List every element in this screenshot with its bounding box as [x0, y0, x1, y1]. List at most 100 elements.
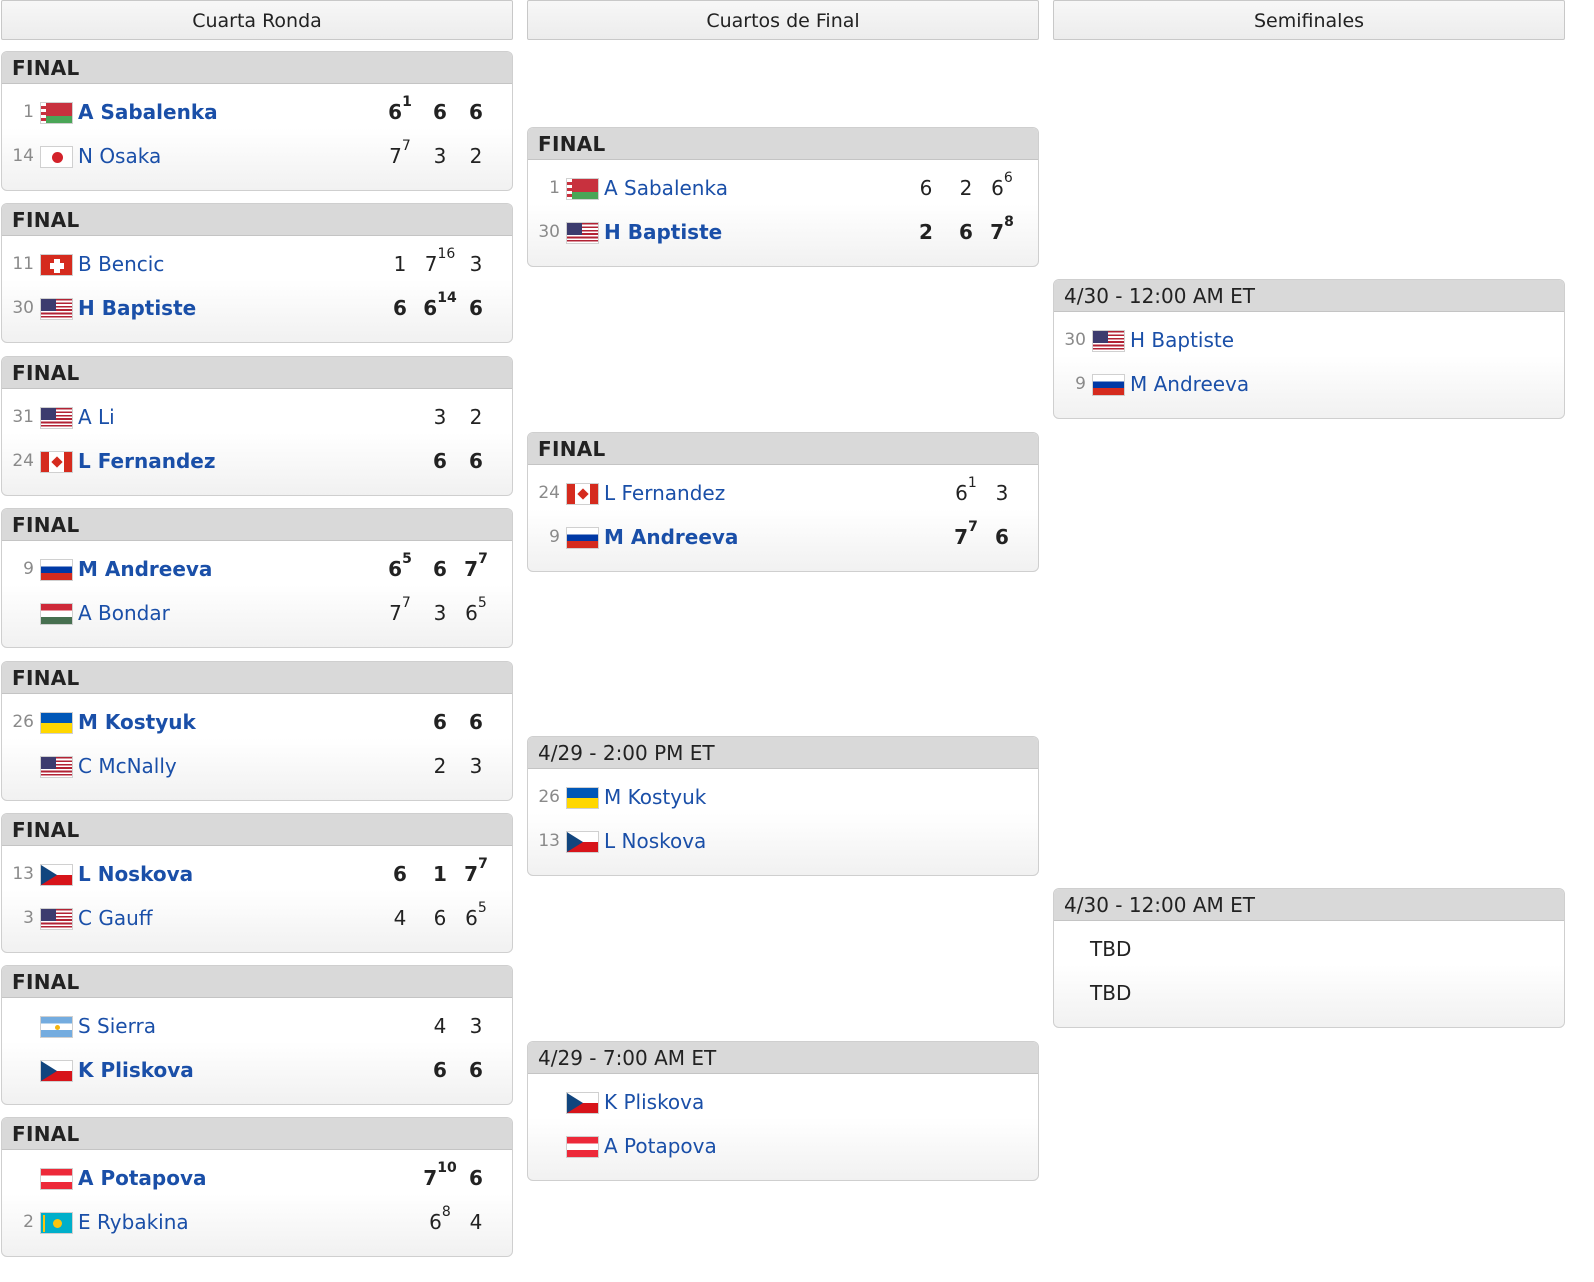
tiebreak-score: 14 — [437, 290, 457, 306]
ukraine-flag-icon — [566, 787, 599, 809]
set-score: 3 — [458, 1004, 494, 1048]
set-score: 6 — [458, 1156, 494, 1200]
set-games: 2 — [959, 176, 973, 200]
player-seed: 3 — [23, 908, 34, 928]
player-name-link[interactable]: B Bencic — [78, 252, 165, 276]
set-games: 6 — [465, 906, 478, 930]
set-score: 6 — [422, 90, 458, 134]
set-games: 6 — [433, 1058, 447, 1082]
tiebreak-score: 6 — [1003, 170, 1013, 186]
set-games: 3 — [469, 754, 483, 778]
player-name-link[interactable]: M Andreeva — [78, 557, 213, 581]
player-seed: 30 — [12, 298, 34, 318]
match-status: FINAL — [528, 433, 1038, 465]
player-name-link[interactable]: M Kostyuk — [78, 710, 196, 734]
set-score: 4 — [458, 1200, 494, 1244]
match-status: 4/29 - 2:00 PM ET — [528, 737, 1038, 769]
tiebreak-score: 5 — [477, 900, 487, 916]
player-name-link[interactable]: H Baptiste — [78, 296, 197, 320]
set-score: 68 — [422, 1200, 458, 1244]
set-games: 7 — [389, 601, 402, 625]
set-games: 4 — [393, 906, 407, 930]
player-row: TBD — [1054, 927, 1564, 971]
player-name-link[interactable]: K Pliskova — [604, 1090, 705, 1114]
set-score: 2 — [458, 395, 494, 439]
player-name-link[interactable]: A Sabalenka — [78, 100, 218, 124]
player-name-link[interactable]: A Sabalenka — [604, 176, 728, 200]
usa-flag-icon — [40, 756, 73, 778]
japan-flag-icon — [40, 146, 73, 168]
russia-flag-icon — [1092, 374, 1125, 396]
player-row: 2 E Rybakina 68 4 — [2, 1200, 512, 1244]
usa-flag-icon — [40, 908, 73, 930]
set-games: 6 — [433, 449, 447, 473]
match-status: FINAL — [2, 1118, 512, 1150]
player-name-link[interactable]: C Gauff — [78, 906, 153, 930]
player-seed: 9 — [23, 559, 34, 579]
set-score: 2 — [908, 210, 944, 254]
player-name-link[interactable]: A Potapova — [604, 1134, 717, 1158]
set-score: 6 — [422, 439, 458, 483]
set-games: 4 — [469, 1210, 483, 1234]
tiebreak-score: 8 — [1004, 214, 1014, 230]
tiebreak-score: 5 — [402, 551, 412, 567]
player-name-link[interactable]: A Bondar — [78, 601, 170, 625]
player-name-link[interactable]: L Fernandez — [604, 481, 726, 505]
player-name-link[interactable]: L Noskova — [78, 862, 194, 886]
set-games: 6 — [955, 481, 968, 505]
player-name-link[interactable]: L Fernandez — [78, 449, 216, 473]
tiebreak-score: 7 — [478, 856, 488, 872]
set-score: 716 — [422, 242, 458, 286]
player-name-link[interactable]: N Osaka — [78, 144, 162, 168]
player-name-link[interactable]: M Kostyuk — [604, 785, 707, 809]
player-seed: 9 — [549, 527, 560, 547]
player-name-link[interactable]: C McNally — [78, 754, 177, 778]
russia-flag-icon — [566, 527, 599, 549]
player-name-link[interactable]: L Noskova — [604, 829, 707, 853]
set-score: 2 — [948, 166, 984, 210]
player-name-link[interactable]: S Sierra — [78, 1014, 156, 1038]
set-score: 1 — [422, 852, 458, 896]
set-games: 6 — [393, 296, 407, 320]
set-games: 6 — [991, 176, 1004, 200]
set-score: 77 — [458, 547, 494, 591]
player-name-link[interactable]: K Pliskova — [78, 1058, 194, 1082]
set-score: 1 — [382, 242, 418, 286]
player-seed: 24 — [538, 483, 560, 503]
player-seed: 2 — [23, 1212, 34, 1232]
player-name-link[interactable]: H Baptiste — [1130, 328, 1235, 352]
player-name-link[interactable]: H Baptiste — [604, 220, 723, 244]
set-games: 7 — [954, 525, 969, 549]
set-games: 3 — [433, 405, 447, 429]
match-status: FINAL — [2, 966, 512, 998]
player-name-link[interactable]: M Andreeva — [1130, 372, 1250, 396]
player-name-link[interactable]: M Andreeva — [604, 525, 739, 549]
column-header-sf: Semifinales — [1053, 0, 1565, 40]
player-name-link[interactable]: E Rybakina — [78, 1210, 189, 1234]
player-name-link[interactable]: A Potapova — [78, 1166, 207, 1190]
set-games: 6 — [469, 1166, 483, 1190]
player-name-link[interactable]: A Li — [78, 405, 115, 429]
austria-flag-icon — [566, 1136, 599, 1158]
set-games: 6 — [465, 601, 478, 625]
